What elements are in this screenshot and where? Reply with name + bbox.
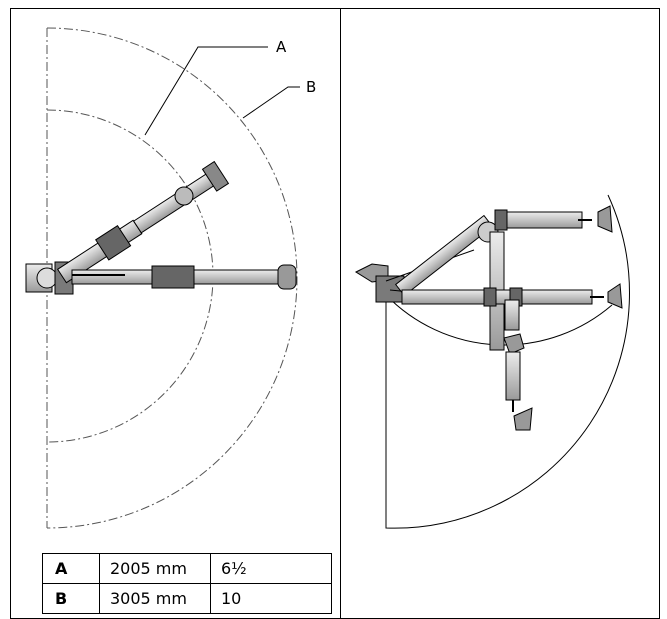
pivot-joint — [36, 267, 58, 289]
extraction-arm-right — [354, 205, 623, 431]
row-key: A — [42, 553, 100, 584]
hood-upper — [174, 186, 194, 206]
table-row: A 2005 mm 6½ — [42, 553, 332, 584]
leader-lines — [144, 46, 300, 136]
swing-arc-outer — [385, 194, 630, 529]
row-mm: 2005 mm — [99, 553, 211, 584]
label-b: B — [306, 78, 316, 96]
row-key: B — [42, 583, 100, 614]
hood-r3 — [503, 333, 525, 355]
dimension-table: A 2005 mm 6½ B 3005 mm 10 — [42, 553, 332, 614]
row-ft: 10 — [210, 583, 332, 614]
row-mm: 3005 mm — [99, 583, 211, 614]
label-a: A — [276, 38, 287, 56]
extraction-arm-left — [25, 160, 297, 295]
panel-border — [10, 8, 660, 619]
leader-b — [242, 86, 300, 119]
hood-r4 — [513, 407, 533, 431]
table-row: B 3005 mm 10 — [42, 583, 332, 614]
reach-arc-b — [46, 27, 298, 529]
hood-r1 — [597, 205, 613, 233]
hood-r2 — [607, 283, 623, 309]
leader-a — [144, 46, 268, 136]
row-ft: 6½ — [210, 553, 332, 584]
hood-right — [277, 264, 297, 290]
